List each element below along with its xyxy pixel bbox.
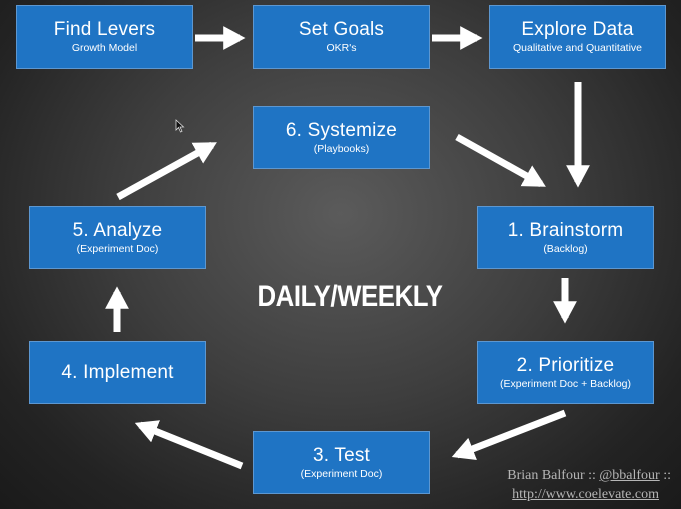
box-systemize: 6. Systemize (Playbooks) (253, 106, 430, 169)
box-title: Explore Data (521, 19, 634, 40)
arrow-prioritize-to-test (451, 409, 567, 461)
box-subtitle: Qualitative and Quantitative (513, 42, 642, 54)
arrow-test-to-implement (134, 420, 244, 470)
box-subtitle: (Playbooks) (313, 142, 370, 155)
box-implement: 4. Implement (29, 341, 206, 404)
box-subtitle: Growth Model (71, 42, 138, 54)
mouse-cursor-icon (175, 119, 185, 133)
box-test: 3. Test (Experiment Doc) (253, 431, 430, 494)
credit-name: Brian Balfour (507, 468, 585, 483)
credit: Brian Balfour :: @bbalfour :: http://www… (507, 466, 671, 504)
box-title: 2. Prioritize (516, 354, 615, 376)
arrow-systemize-to-brainstorm (455, 133, 546, 188)
box-subtitle: (Backlog) (543, 242, 588, 255)
credit-separator: :: (588, 468, 596, 483)
arrow-analyze-to-systemize (116, 141, 217, 201)
box-analyze: 5. Analyze (Experiment Doc) (29, 206, 206, 269)
box-subtitle: (Experiment Doc) (300, 467, 383, 480)
box-title: 4. Implement (61, 361, 174, 383)
credit-handle[interactable]: @bbalfour (599, 468, 660, 483)
box-subtitle: OKR's (326, 42, 357, 54)
cycle-label: DAILY/WEEKLY (257, 280, 443, 313)
box-set-goals: Set Goals OKR's (253, 5, 430, 69)
box-brainstorm: 1. Brainstorm (Backlog) (477, 206, 654, 269)
box-explore-data: Explore Data Qualitative and Quantitativ… (489, 5, 666, 69)
credit-trailing: :: (663, 468, 671, 483)
box-subtitle: (Experiment Doc + Backlog) (499, 377, 631, 390)
box-title: 5. Analyze (72, 219, 163, 241)
box-title: Set Goals (298, 19, 385, 40)
box-prioritize: 2. Prioritize (Experiment Doc + Backlog) (477, 341, 654, 404)
box-title: 1. Brainstorm (507, 219, 624, 241)
box-title: Find Levers (53, 19, 156, 40)
box-find-levers: Find Levers Growth Model (16, 5, 193, 69)
credit-url[interactable]: http://www.coelevate.com (512, 487, 659, 502)
box-title: 6. Systemize (285, 119, 398, 141)
box-subtitle: (Experiment Doc) (76, 242, 159, 255)
box-title: 3. Test (312, 444, 371, 466)
